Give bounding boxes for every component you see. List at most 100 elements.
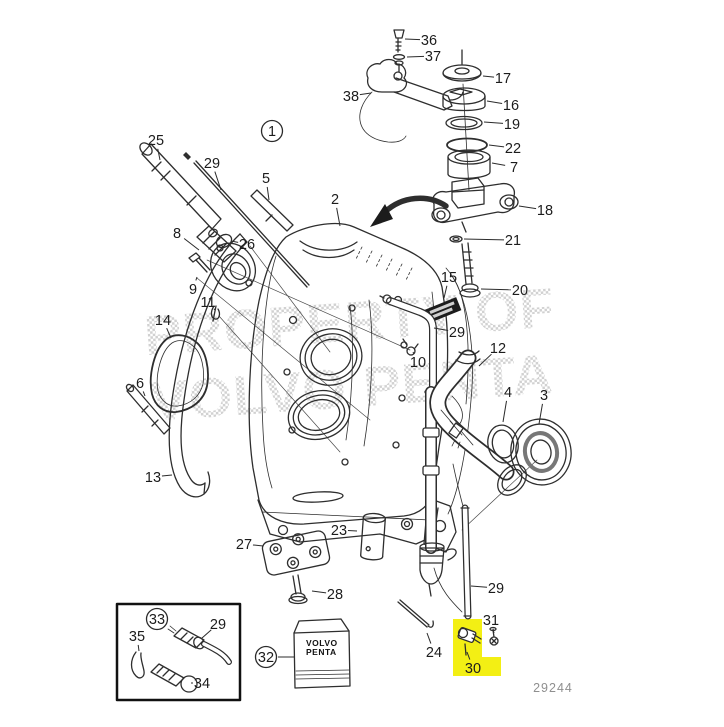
- leader-line-19: [483, 121, 504, 124]
- part-number-16[interactable]: 16: [503, 98, 519, 114]
- part-label-20[interactable]: 20: [480, 283, 528, 299]
- part-label-29d[interactable]: 29: [201, 617, 226, 639]
- part-label-1[interactable]: 1: [260, 119, 284, 143]
- part-number-11[interactable]: 11: [200, 295, 215, 311]
- part-number-22[interactable]: 22: [505, 141, 521, 157]
- part-number-24[interactable]: 24: [426, 645, 442, 661]
- leader-line-6: [142, 391, 146, 397]
- part-number-25[interactable]: 25: [148, 133, 164, 149]
- leader-line-15: [443, 285, 448, 299]
- kit-box-border: [115, 602, 242, 702]
- part-label-16[interactable]: 16: [486, 98, 519, 114]
- part-number-7[interactable]: 7: [510, 160, 518, 176]
- part-label-33[interactable]: 33: [145, 607, 169, 631]
- part-label-5[interactable]: 5: [262, 171, 270, 201]
- stack-axis-line: [462, 83, 470, 191]
- part-number-2[interactable]: 2: [331, 192, 339, 208]
- part-38-cable: [359, 91, 407, 143]
- part-number-15[interactable]: 15: [441, 270, 457, 286]
- part-label-13[interactable]: 13: [145, 470, 173, 486]
- part-25-shaft: [139, 142, 222, 230]
- part-label-25[interactable]: 25: [148, 133, 164, 161]
- part-label-30[interactable]: 30: [465, 651, 481, 677]
- part-15-decal: [424, 297, 462, 323]
- part-label-32[interactable]: 32: [254, 645, 295, 669]
- part-number-33[interactable]: 33: [149, 612, 165, 628]
- part-label-21[interactable]: 21: [463, 233, 521, 249]
- part-label-19[interactable]: 19: [483, 117, 520, 133]
- part-label-36[interactable]: 36: [404, 33, 437, 49]
- part-label-27[interactable]: 27: [236, 537, 264, 553]
- part-number-38[interactable]: 38: [343, 89, 359, 105]
- part-label-17[interactable]: 17: [482, 71, 511, 87]
- part-label-22[interactable]: 22: [488, 141, 521, 157]
- part-21-washer: [449, 235, 463, 243]
- part-number-20[interactable]: 20: [512, 283, 528, 299]
- part-label-14[interactable]: 14: [155, 313, 172, 339]
- part-number-10[interactable]: 10: [410, 355, 426, 371]
- part-number-34[interactable]: 34: [194, 676, 210, 692]
- part-label-11[interactable]: 11: [200, 295, 215, 311]
- leader-line-2: [336, 207, 341, 227]
- part-label-26[interactable]: 26: [230, 237, 255, 253]
- part-label-31[interactable]: 31: [483, 613, 499, 634]
- part-number-29b[interactable]: 29: [449, 325, 465, 341]
- part-number-29d[interactable]: 29: [210, 617, 226, 633]
- part-23-pin: [360, 512, 386, 561]
- part-number-13[interactable]: 13: [145, 470, 161, 486]
- part-label-18[interactable]: 18: [518, 203, 553, 219]
- part-label-8[interactable]: 8: [173, 226, 200, 251]
- part-label-3[interactable]: 3: [538, 388, 548, 425]
- part-label-35[interactable]: 35: [129, 629, 145, 652]
- part-label-9[interactable]: 9: [189, 276, 198, 298]
- part-label-7[interactable]: 7: [491, 160, 518, 176]
- part-number-8[interactable]: 8: [173, 226, 181, 242]
- drain-valve: [419, 542, 463, 613]
- part-label-24[interactable]: 24: [426, 632, 442, 661]
- part-label-15[interactable]: 15: [441, 270, 457, 299]
- leader-line-36: [404, 38, 421, 41]
- leader-line-13: [161, 474, 173, 477]
- leader-line-10: [412, 351, 415, 355]
- part-number-3[interactable]: 3: [540, 388, 548, 404]
- part-number-19[interactable]: 19: [504, 117, 520, 133]
- part-number-17[interactable]: 17: [495, 71, 511, 87]
- part-number-5[interactable]: 5: [262, 171, 270, 187]
- part-number-36[interactable]: 36: [421, 33, 437, 49]
- sensor-wire: [448, 395, 464, 449]
- part-number-29a[interactable]: 29: [204, 156, 220, 172]
- part-number-12[interactable]: 12: [490, 341, 506, 357]
- part-number-23[interactable]: 23: [331, 523, 347, 539]
- part-number-1[interactable]: 1: [268, 124, 276, 140]
- part-number-35[interactable]: 35: [129, 629, 145, 645]
- part-number-26[interactable]: 26: [239, 237, 255, 253]
- part-label-34[interactable]: 34: [191, 676, 210, 692]
- part-number-32[interactable]: 32: [258, 650, 274, 666]
- part-label-23[interactable]: 23: [331, 523, 358, 539]
- part-label-4[interactable]: 4: [502, 385, 512, 423]
- part-number-9[interactable]: 9: [189, 282, 197, 298]
- part-label-29a[interactable]: 29: [204, 156, 222, 191]
- part-number-27[interactable]: 27: [236, 537, 252, 553]
- part-label-38[interactable]: 38: [343, 89, 372, 105]
- part-label-29c[interactable]: 29: [470, 581, 504, 597]
- part-number-21[interactable]: 21: [505, 233, 521, 249]
- leader-line-31: [492, 628, 495, 634]
- part-number-37[interactable]: 37: [425, 49, 441, 65]
- part-13-gasket: [168, 233, 248, 498]
- part-number-6[interactable]: 6: [136, 376, 144, 392]
- part-label-6[interactable]: 6: [136, 376, 146, 397]
- part-number-4[interactable]: 4: [504, 385, 512, 401]
- part-number-18[interactable]: 18: [537, 203, 553, 219]
- part-number-30[interactable]: 30: [465, 661, 481, 677]
- part-label-10[interactable]: 10: [410, 351, 426, 371]
- part-number-14[interactable]: 14: [155, 313, 171, 329]
- part-number-28[interactable]: 28: [327, 587, 343, 603]
- part-label-29b[interactable]: 29: [433, 325, 465, 341]
- part-label-37[interactable]: 37: [406, 49, 441, 65]
- part-number-31[interactable]: 31: [483, 613, 499, 629]
- part-label-12[interactable]: 12: [478, 341, 506, 367]
- part-label-2[interactable]: 2: [331, 192, 341, 227]
- part-label-28[interactable]: 28: [311, 587, 343, 603]
- part-number-29c[interactable]: 29: [488, 581, 504, 597]
